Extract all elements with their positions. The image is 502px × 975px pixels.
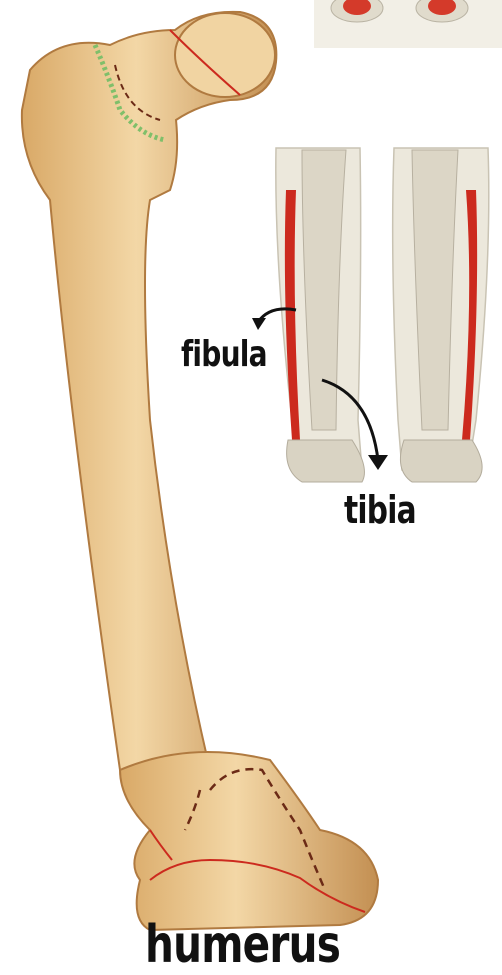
tibia-label: tibia — [344, 488, 416, 532]
humerus-label: humerus — [145, 915, 340, 975]
bone-head — [175, 13, 275, 97]
fibula-label: fibula — [181, 334, 267, 375]
humerus-bone-illustration — [0, 0, 420, 974]
bone-shaft — [22, 12, 276, 770]
